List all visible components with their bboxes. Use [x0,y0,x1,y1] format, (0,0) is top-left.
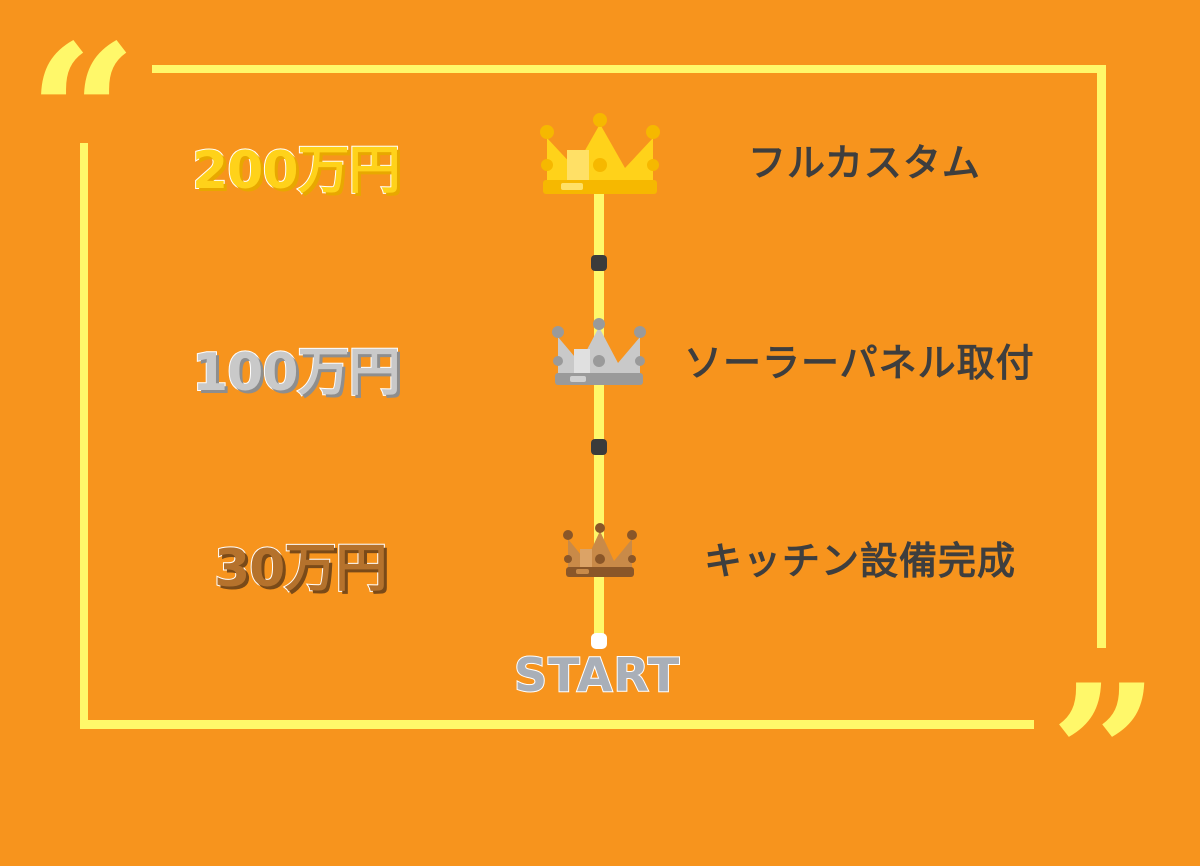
tier-amount-30: 30万円 [213,538,388,600]
timeline-bar [594,185,604,640]
start-label: START [513,647,681,703]
tier-amount-200: 200万円 [191,140,402,202]
frame-bottom-line [80,720,1034,729]
silver-crown-icon [552,318,646,385]
bronze-crown-icon [563,523,637,577]
frame-top-line [152,65,1106,73]
start-dot [591,633,607,649]
tier-reward-solar-panel: ソーラーパネル取付 [684,341,1035,385]
tier-amount-100: 100万円 [191,342,402,404]
timeline-dot [591,255,607,271]
open-quote-icon: “ [28,3,138,226]
tier-reward-kitchen: キッチン設備完成 [704,539,1017,583]
tier-reward-full-custom: フルカスタム [748,141,981,185]
close-quote-icon: ” [1050,643,1160,866]
timeline-dot [591,439,607,455]
gold-crown-icon [540,113,660,194]
frame-right-line [1097,65,1106,648]
frame-left-line [80,143,88,729]
